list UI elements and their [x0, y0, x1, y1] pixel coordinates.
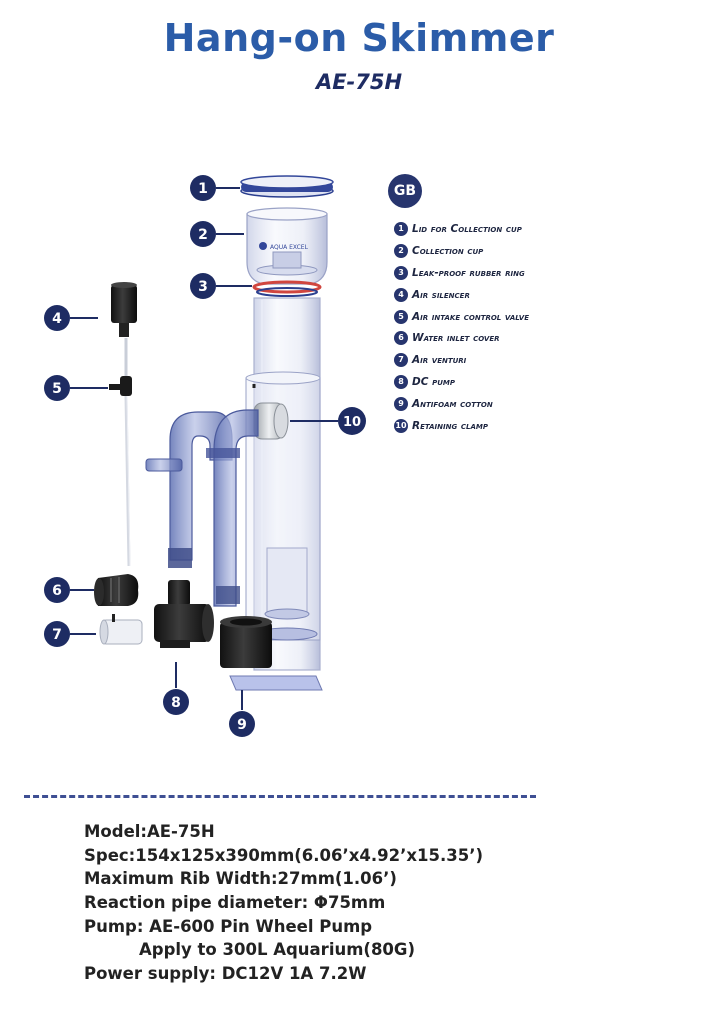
page-title: Hang-on Skimmer — [163, 16, 555, 60]
legend-number: 1 — [394, 221, 408, 236]
brand-mark: AQUA EXCEL — [270, 244, 309, 251]
legend-item: 7 Air venturi — [394, 349, 529, 371]
legend-label: Air intake control valve — [412, 310, 529, 323]
legend-item: 2 Collection cup — [394, 240, 529, 262]
part-water-inlet-cover — [94, 574, 139, 606]
legend-item: 1 Lid for Collection cup — [394, 218, 529, 240]
callout-number-6: 6 — [52, 583, 62, 599]
legend-item: 4 Air silencer — [394, 284, 529, 306]
legend-item: 6 Water inlet cover — [394, 327, 529, 349]
legend-item: 10 Retaining clamp — [394, 415, 529, 437]
legend-number: 2 — [394, 243, 408, 258]
legend-label: Water inlet cover — [412, 332, 500, 345]
callout-number-7: 7 — [52, 627, 62, 643]
callout-leaders — [70, 187, 338, 710]
part-inlet-tubes — [145, 409, 259, 607]
callout-marker-5 — [44, 375, 70, 401]
spec-dimensions: Spec:154x125x390mm(6.06’x4.92’x15.35’) — [84, 845, 484, 865]
callout-marker-7 — [44, 621, 70, 647]
legend-label: Leak-proof rubber ring — [412, 266, 525, 279]
legend-item: 5 Air intake control valve — [394, 306, 529, 328]
spec-list: Model:AE-75H Spec:154x125x390mm(6.06’x4.… — [84, 820, 483, 986]
legend-number: 4 — [394, 287, 408, 302]
legend-number: 10 — [394, 418, 408, 433]
model-subtitle: AE-75H — [315, 70, 403, 94]
callout-number-5: 5 — [52, 381, 62, 397]
part-air-intake-valve — [109, 338, 132, 567]
callout-marker-1 — [190, 175, 216, 201]
legend-label: Air silencer — [412, 288, 470, 301]
callout-marker-2 — [190, 221, 216, 247]
legend-label: Collection cup — [412, 244, 484, 257]
callout-marker-4 — [44, 305, 70, 331]
spec-pump: Pump: AE-600 Pin Wheel Pump — [84, 916, 373, 936]
callout-number-3: 3 — [198, 279, 208, 295]
spec-power-supply: Power supply: DC12V 1A 7.2W — [84, 964, 367, 984]
section-divider — [24, 795, 536, 798]
spec-model: Model:AE-75H — [84, 822, 215, 841]
legend-item: 9 Antifoam cotton — [394, 393, 529, 415]
language-badge: GB — [388, 174, 422, 208]
legend-item: 3 Leak-proof rubber ring — [394, 262, 529, 284]
legend-label: DC pump — [412, 376, 455, 389]
callout-markers: 1 2 3 4 5 6 7 8 9 10 — [44, 175, 366, 737]
callout-number-10: 10 — [343, 415, 361, 430]
callout-marker-8 — [163, 689, 189, 715]
callout-number-2: 2 — [198, 227, 208, 243]
callout-marker-3 — [190, 273, 216, 299]
part-air-venturi — [99, 614, 143, 645]
legend-item: 8 DC pump — [394, 371, 529, 393]
spec-rib-width: Maximum Rib Width:27mm(1.06’) — [84, 869, 397, 889]
callout-number-1: 1 — [198, 181, 208, 197]
legend-number: 5 — [394, 309, 408, 324]
callout-number-9: 9 — [237, 717, 247, 733]
callout-number-8: 8 — [171, 695, 181, 711]
legend-label: Retaining clamp — [412, 419, 488, 432]
legend-number: 7 — [394, 353, 408, 368]
spec-pipe-diameter: Reaction pipe diameter: Φ75mm — [84, 893, 386, 913]
callout-marker-6 — [44, 577, 70, 603]
part-rubber-ring — [252, 280, 322, 297]
callout-number-4: 4 — [52, 311, 62, 327]
legend-label: Antifoam cotton — [412, 398, 493, 411]
part-antifoam-cotton — [220, 616, 323, 691]
part-air-silencer — [111, 282, 137, 337]
callout-marker-9 — [229, 711, 255, 737]
part-collection-cup: AQUA EXCEL — [246, 207, 328, 285]
legend-number: 6 — [394, 331, 408, 346]
part-main-body — [245, 297, 321, 671]
part-dc-pump — [154, 580, 214, 648]
legend-number: 8 — [394, 375, 408, 390]
part-lid — [240, 175, 334, 198]
spec-aquarium-size: Apply to 300L Aquarium(80G) — [139, 940, 415, 960]
legend-label: Air venturi — [412, 354, 467, 367]
legend-number: 3 — [394, 265, 408, 280]
legend-label: Lid for Collection cup — [412, 222, 522, 235]
callout-marker-10 — [338, 407, 366, 435]
legend-number: 9 — [394, 397, 408, 412]
part-retaining-clamp — [253, 402, 289, 440]
